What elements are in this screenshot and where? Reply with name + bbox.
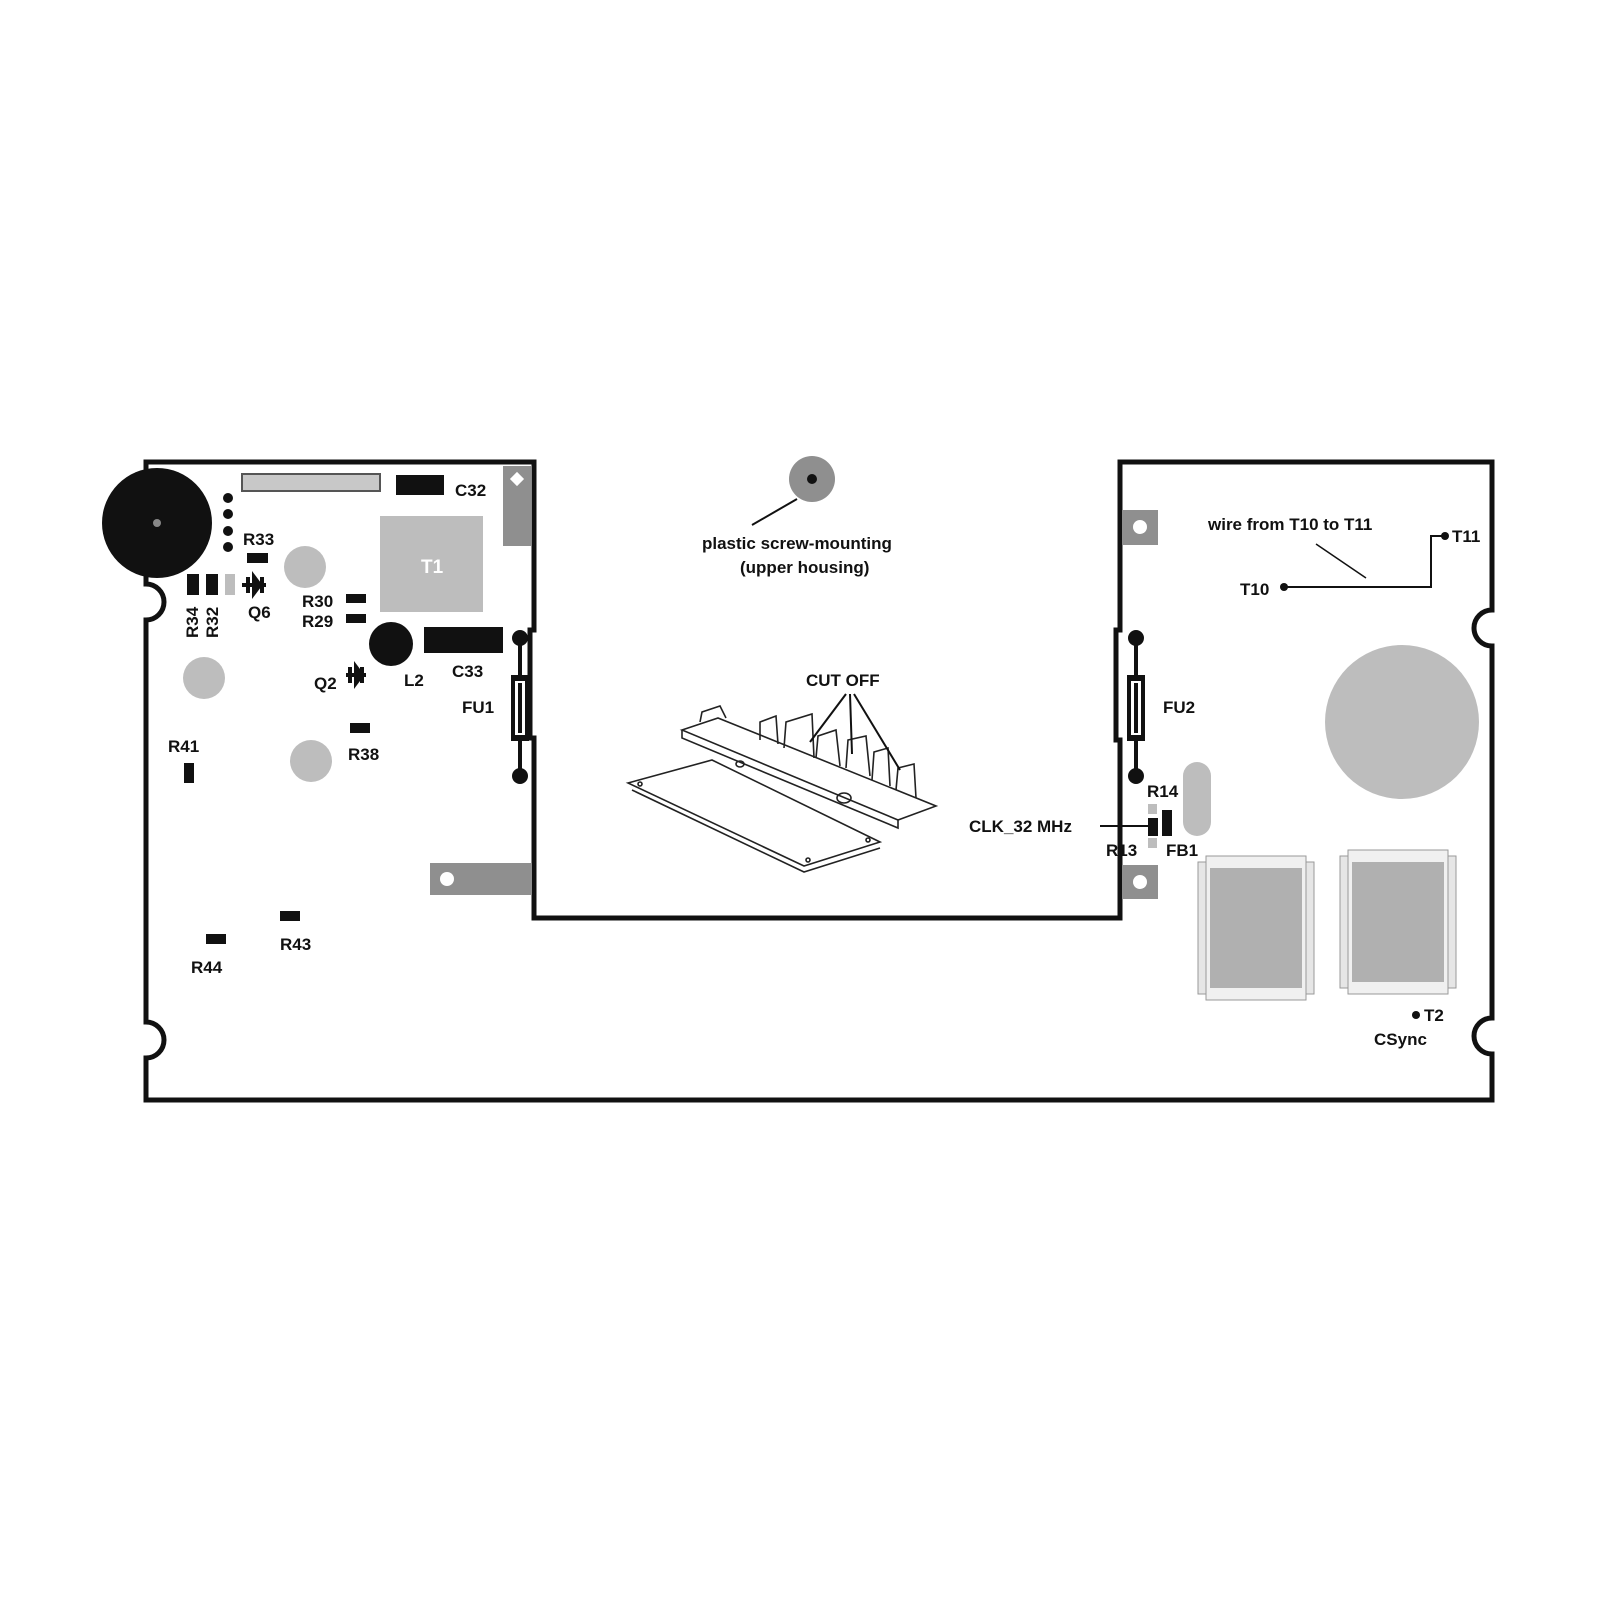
mount-hole <box>1133 520 1147 534</box>
center-area: plastic screw-mounting (upper housing) C… <box>625 456 939 873</box>
r41-label: R41 <box>168 737 199 756</box>
r38-label: R38 <box>348 745 379 764</box>
pin-dot <box>223 526 233 536</box>
t10-point <box>1280 583 1288 591</box>
c32-label: C32 <box>455 481 486 500</box>
right-board-components: wire from T10 to T11 T10 T11 FU2 R14 CLK… <box>969 510 1480 1049</box>
r43-label: R43 <box>280 935 311 954</box>
l2-component <box>369 622 413 666</box>
q6-component <box>242 571 266 599</box>
t11-point <box>1441 532 1449 540</box>
pin-dot <box>223 493 233 503</box>
fu1-terminal <box>512 768 528 784</box>
r41-component <box>184 763 194 783</box>
r34-label: R34 <box>183 606 202 638</box>
r29-label: R29 <box>302 612 333 631</box>
fb1-label: FB1 <box>1166 841 1198 860</box>
connector-strip <box>241 473 381 492</box>
c33-component <box>424 627 503 653</box>
wire-t10-t11 <box>1284 535 1445 588</box>
fu2-terminal <box>1128 768 1144 784</box>
t11-label: T11 <box>1452 527 1480 546</box>
q6-label: Q6 <box>248 603 271 622</box>
r33-component <box>247 553 268 563</box>
r34-component <box>187 574 199 595</box>
fu1-label: FU1 <box>462 698 494 717</box>
r14-component <box>1148 804 1157 814</box>
cut-off-part-drawing <box>625 705 939 873</box>
t10-label: T10 <box>1240 580 1269 599</box>
gray-component <box>225 574 235 595</box>
fu2-label: FU2 <box>1163 698 1195 717</box>
wire-note-leader <box>1315 543 1367 579</box>
clk-label: CLK_32 MHz <box>969 817 1072 836</box>
r43-component <box>280 911 300 921</box>
r44-component <box>206 934 226 944</box>
c32-component <box>396 475 444 495</box>
l2-label: L2 <box>404 671 424 690</box>
large-gray-component <box>1325 645 1479 799</box>
r33-label: R33 <box>243 530 274 549</box>
screw-label-line2: (upper housing) <box>740 558 869 577</box>
screw-label-line1: plastic screw-mounting <box>702 534 892 553</box>
cut-off-arrows <box>809 693 901 771</box>
csync-label: CSync <box>1374 1030 1427 1049</box>
ic-chip-right <box>1339 849 1457 995</box>
pin-dot <box>223 509 233 519</box>
gray-pad <box>284 546 326 588</box>
buzzer-center <box>153 519 161 527</box>
gray-pad <box>183 657 225 699</box>
fu1-terminal <box>512 630 528 646</box>
ic-chip-left <box>1197 855 1315 1001</box>
mount-hole <box>509 471 525 487</box>
screw-leader <box>751 498 798 526</box>
pin-dot <box>223 542 233 552</box>
r30-component <box>346 594 366 603</box>
screw-hole <box>807 474 817 484</box>
wire-note-label: wire from T10 to T11 <box>1207 515 1372 534</box>
r32-component <box>206 574 218 595</box>
r13-label: R13 <box>1106 841 1137 860</box>
t1-component <box>380 516 483 612</box>
left-board-outline <box>143 459 1495 1103</box>
crystal-component <box>1183 762 1211 836</box>
gray-pad <box>290 740 332 782</box>
r32-label: R32 <box>203 607 222 638</box>
t2-label: T2 <box>1424 1006 1444 1025</box>
mount-hole <box>440 872 454 886</box>
left-board-components: C32 T1 R33 Q6 R34 R32 R30 R29 L2 C33 <box>102 466 532 977</box>
fb1-component <box>1162 810 1172 836</box>
r44-label: R44 <box>191 958 223 977</box>
c33-label: C33 <box>452 662 483 681</box>
t1-label: T1 <box>421 557 444 578</box>
q2-component <box>346 661 366 689</box>
cut-off-label: CUT OFF <box>806 671 880 690</box>
t2-point <box>1412 1011 1420 1019</box>
r13-component <box>1148 838 1157 848</box>
r38-component <box>350 723 370 733</box>
r29-component <box>346 614 366 623</box>
r14-label: R14 <box>1147 782 1179 801</box>
fu2-terminal <box>1128 630 1144 646</box>
clk-node <box>1148 818 1158 836</box>
mount-hole <box>1133 875 1147 889</box>
r30-label: R30 <box>302 592 333 611</box>
q2-label: Q2 <box>314 674 337 693</box>
